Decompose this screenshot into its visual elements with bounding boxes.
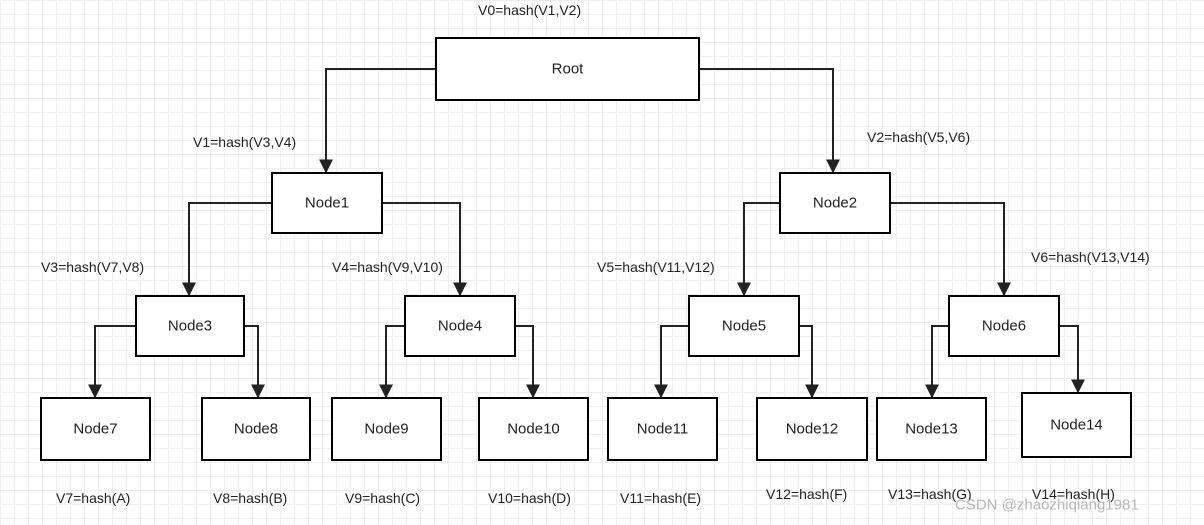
node-n2: Node2	[779, 172, 891, 234]
node-label: Node5	[722, 318, 766, 335]
hash-label-v13: V13=hash(G)	[888, 486, 972, 502]
node-n7: Node7	[40, 397, 151, 461]
hash-label-v6: V6=hash(V13,V14)	[1031, 249, 1150, 265]
node-label: Node13	[905, 421, 958, 438]
node-label: Node4	[438, 318, 482, 335]
node-box	[478, 397, 589, 461]
node-n8: Node8	[201, 397, 311, 461]
edge-n5-to-n12	[799, 325, 819, 399]
hash-label-v10: V10=hash(D)	[488, 490, 571, 506]
hash-label-v2: V2=hash(V5,V6)	[867, 129, 970, 145]
node-box	[948, 295, 1060, 357]
hash-label-v7: V7=hash(A)	[56, 490, 130, 506]
hash-label-v11: V11=hash(E)	[620, 490, 701, 506]
edge-root-to-n1	[319, 68, 436, 174]
hash-label-v14: V14=hash(H)	[1032, 486, 1115, 502]
edge-root-to-n2	[699, 68, 840, 174]
node-label: Node1	[305, 195, 349, 212]
node-label: Root	[552, 61, 585, 78]
hash-label-v12: V12=hash(F)	[766, 486, 847, 502]
node-box	[271, 172, 383, 234]
node-label: Node2	[813, 195, 857, 212]
node-box	[435, 37, 700, 101]
edge-n2-to-n6	[890, 202, 1011, 297]
node-n11: Node11	[607, 397, 718, 461]
node-n3: Node3	[135, 295, 245, 357]
hash-label-v1: V1=hash(V3,V4)	[193, 134, 296, 150]
node-box	[40, 397, 151, 461]
node-label: Node10	[507, 421, 560, 438]
node-n5: Node5	[688, 295, 800, 357]
node-box	[135, 295, 245, 357]
hash-label-v3: V3=hash(V7,V8)	[41, 259, 144, 275]
node-label: Node11	[637, 421, 688, 438]
node-box	[1021, 392, 1132, 458]
edge-n4-to-n9	[379, 325, 405, 399]
node-label: Node6	[982, 318, 1026, 335]
node-label: Node7	[73, 421, 117, 438]
edge-n1-to-n3	[182, 202, 272, 297]
edge-n6-to-n13	[925, 325, 949, 399]
node-label: Node9	[364, 421, 408, 438]
watermark: CSDN @zhaozhiqiang1981	[955, 497, 1139, 514]
node-n1: Node1	[271, 172, 383, 234]
node-n9: Node9	[331, 397, 442, 461]
node-n10: Node10	[478, 397, 589, 461]
node-label: Node12	[786, 421, 839, 438]
node-box	[756, 397, 868, 461]
hash-label-v4: V4=hash(V9,V10)	[332, 259, 443, 275]
edge-n3-to-n7	[88, 325, 136, 399]
hash-labels-layer: V0=hash(V1,V2) V1=hash(V3,V4) V2=hash(V5,V…	[41, 2, 1150, 506]
node-n12: Node12	[756, 397, 868, 461]
node-label: Node3	[168, 318, 212, 335]
edge-n1-to-n4	[382, 202, 467, 297]
node-n4: Node4	[404, 295, 516, 357]
edge-n6-to-n14	[1059, 325, 1085, 394]
node-box	[331, 397, 442, 461]
node-label: Node8	[234, 421, 278, 438]
node-box	[779, 172, 891, 234]
node-root: Root	[435, 37, 700, 101]
hash-label-v0: V0=hash(V1,V2)	[478, 2, 581, 18]
node-box	[607, 397, 718, 461]
node-n13: Node13	[876, 397, 987, 461]
node-box	[404, 295, 516, 357]
node-box	[876, 397, 987, 461]
node-box	[688, 295, 800, 357]
node-n14: Node14	[1021, 392, 1132, 458]
edge-n2-to-n5	[737, 202, 780, 297]
edge-n3-to-n8	[244, 325, 265, 399]
node-box	[201, 397, 311, 461]
node-label: Node14	[1050, 417, 1103, 434]
edges-layer	[88, 68, 1085, 399]
hash-label-v9: V9=hash(C)	[345, 490, 420, 506]
hash-label-v8: V8=hash(B)	[213, 490, 287, 506]
edge-n5-to-n11	[654, 325, 689, 399]
hash-label-v5: V5=hash(V11,V12)	[597, 259, 715, 275]
edge-n4-to-n10	[515, 325, 540, 399]
node-n6: Node6	[948, 295, 1060, 357]
